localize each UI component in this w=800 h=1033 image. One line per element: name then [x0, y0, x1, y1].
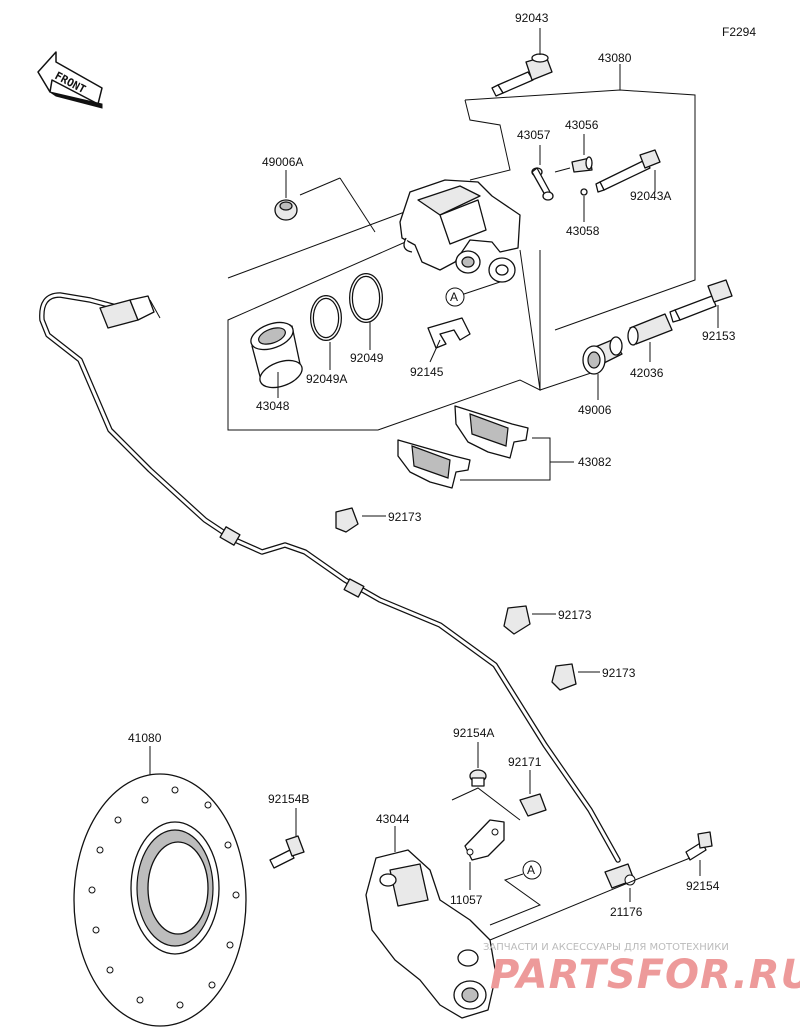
label-49006A: 49006A [262, 155, 303, 169]
wheel-sensor-21176 [604, 863, 636, 889]
label-43058: 43058 [566, 224, 600, 238]
callout-a-upper: A [445, 281, 501, 307]
label-92043A: 92043A [630, 189, 671, 203]
label-92154A: 92154A [453, 726, 494, 740]
bolt-92154A [469, 769, 487, 787]
ball-43058 [580, 188, 588, 196]
pad-spring-92145 [427, 317, 471, 349]
seal-92049 [349, 273, 383, 323]
seal-92049A [310, 295, 342, 341]
bracket-11057 [464, 819, 505, 861]
callout-a-lower: A [489, 860, 542, 926]
label-92173-c: 92173 [602, 666, 636, 680]
caliper-bracket-43044 [365, 849, 497, 1019]
rubber-cap-49006A [274, 199, 298, 221]
label-92154: 92154 [686, 879, 720, 893]
label-41080: 41080 [128, 731, 162, 745]
sleeve-42036 [627, 313, 673, 346]
label-92043: 92043 [515, 11, 549, 25]
connector-upper [99, 295, 161, 329]
label-92171: 92171 [508, 755, 542, 769]
brake-pads-43082 [397, 405, 529, 489]
clamp-92173-a [335, 507, 359, 533]
svg-text:A: A [527, 863, 535, 877]
label-43048: 43048 [256, 399, 290, 413]
label-49006: 49006 [578, 403, 612, 417]
label-11057: 11057 [450, 893, 483, 907]
label-43082: 43082 [578, 455, 612, 469]
front-direction-icon: FRONT [37, 51, 103, 109]
sensor-bolt-92171 [519, 793, 547, 817]
label-92173-b: 92173 [558, 608, 592, 622]
label-92153: 92153 [702, 329, 736, 343]
banjo-43057 [531, 167, 554, 201]
caliper-body [399, 179, 521, 283]
label-92154B: 92154B [268, 792, 309, 806]
brake-disc-41080 [73, 773, 247, 1027]
brake-sensor-line [39, 292, 621, 863]
label-92173-a: 92173 [388, 510, 422, 524]
label-92049A: 92049A [306, 372, 347, 386]
watermark-logo: PARTSFOR.RU [490, 952, 800, 998]
watermark-tagline: ЗАПЧАСТИ И АКСЕССУАРЫ ДЛЯ МОТОТЕХНИКИ [483, 942, 729, 953]
label-21176: 21176 [610, 905, 643, 919]
hose-joint-2 [343, 578, 365, 598]
svg-text:A: A [450, 290, 458, 304]
boot-49006 [582, 336, 623, 375]
hose-joint-1 [219, 526, 241, 546]
label-42036: 42036 [630, 366, 664, 380]
piston-43048 [250, 321, 303, 389]
label-92049: 92049 [350, 351, 384, 365]
bolt-92154 [685, 831, 713, 861]
label-43080: 43080 [598, 51, 632, 65]
label-43044: 43044 [376, 812, 410, 826]
bleeder-valve-43056 [571, 156, 593, 173]
pin-92043A [595, 149, 661, 193]
clamp-92173-c [551, 663, 577, 691]
label-43056: 43056 [565, 118, 599, 132]
label-43057: 43057 [517, 128, 551, 142]
bolt-92154B [269, 835, 305, 869]
clamp-92173-b [503, 605, 531, 635]
figure-id: F2294 [722, 25, 756, 39]
bolt-92153 [669, 279, 733, 323]
bolt-92043 [491, 53, 553, 97]
label-92145: 92145 [410, 365, 444, 379]
